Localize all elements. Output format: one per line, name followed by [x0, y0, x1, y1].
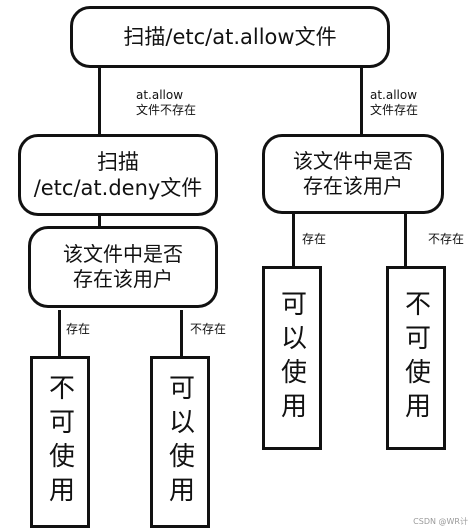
edge-label-allow-not-exists: at.allow 文件不存在 [136, 88, 197, 117]
edge-label-right-not-exists: 不存在 [428, 232, 465, 246]
edge-root-to-right-check [360, 66, 363, 136]
edge-deny-to-check [98, 214, 101, 226]
edge-root-to-deny [98, 66, 101, 136]
check-user-right-label: 该文件中是否 存在该用户 [293, 149, 413, 198]
check-user-right-node: 该文件中是否 存在该用户 [262, 134, 444, 214]
watermark: CSDN @WR计 [413, 517, 468, 526]
result-right-not-exists-node: 不可使用 [386, 266, 446, 450]
result-left-not-exists-label: 可以使用 [164, 374, 195, 510]
edge-right-check-to-not-exists [404, 212, 407, 268]
scan-deny-node: 扫描 /etc/at.deny文件 [18, 134, 218, 216]
result-right-exists-label: 可以使用 [276, 290, 307, 426]
edge-label-left-exists: 存在 [66, 322, 91, 336]
edge-label-allow-exists: at.allow 文件存在 [370, 88, 419, 117]
check-user-left-node: 该文件中是否 存在该用户 [28, 226, 218, 308]
result-right-not-exists-label: 不可使用 [400, 290, 431, 426]
result-left-not-exists-node: 可以使用 [150, 356, 210, 528]
result-right-exists-node: 可以使用 [262, 266, 322, 450]
scan-deny-node-label: 扫描 /etc/at.deny文件 [33, 149, 203, 200]
result-left-exists-node: 不可使用 [30, 356, 90, 528]
edge-left-check-to-not-exists [180, 310, 183, 358]
result-left-exists-label: 不可使用 [44, 374, 75, 510]
edge-label-left-not-exists: 不存在 [190, 322, 227, 336]
root-node-label: 扫描/etc/at.allow文件 [123, 24, 337, 49]
check-user-left-label: 该文件中是否 存在该用户 [63, 242, 183, 291]
edge-label-right-exists: 存在 [302, 232, 327, 246]
root-node: 扫描/etc/at.allow文件 [70, 6, 390, 68]
edge-left-check-to-exists [58, 310, 61, 358]
edge-right-check-to-exists [292, 212, 295, 268]
